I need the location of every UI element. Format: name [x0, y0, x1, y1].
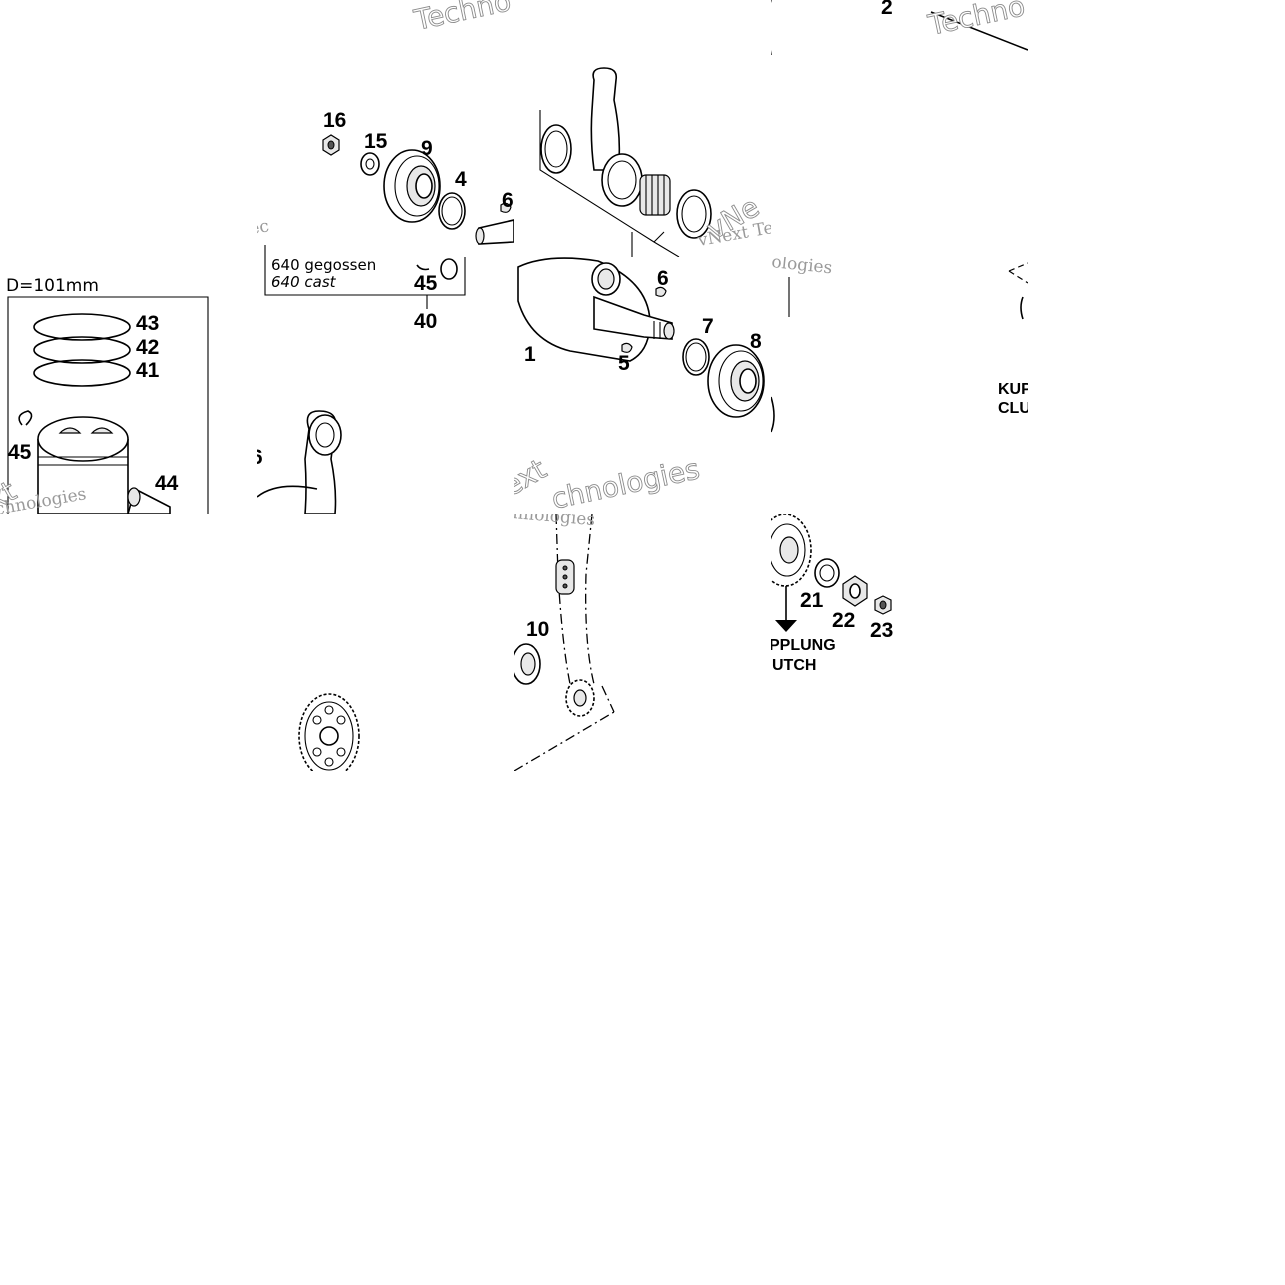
part-23-nut — [874, 595, 892, 615]
callout-9: 9 — [421, 137, 433, 160]
part-44-piston-pin — [127, 487, 171, 514]
callout-44: 44 — [155, 472, 179, 495]
part-16-nut — [322, 134, 340, 156]
watermark: chnologies — [549, 452, 703, 514]
callout-4: 4 — [455, 168, 467, 191]
clutch-label-de: KUP — [998, 381, 1028, 398]
tile-clutch-gear: 21 22 23 PPLUNG UTCH — [771, 514, 1028, 771]
tile-top-watermark: Techno 16 15 9 — [257, 0, 514, 257]
tile-legend-rod: 640 gegossen 640 cast 45 40 6 — [257, 257, 514, 514]
callout-43: 43 — [136, 312, 159, 335]
tile-top-right: 2 Techno — [771, 0, 1028, 257]
part-45-circlip — [416, 264, 430, 271]
part-21-washer — [814, 558, 840, 588]
tile-sprocket — [257, 514, 514, 771]
part-3-connecting-rod — [540, 67, 712, 239]
bore-diameter-label: D=101mm — [6, 276, 99, 296]
callout-21: 21 — [800, 589, 824, 612]
callout-45: 45 — [414, 272, 438, 295]
callout-2: 2 — [881, 0, 893, 19]
callout-45: 45 — [8, 441, 32, 464]
tile-connecting-rod: vNe vNext Te — [514, 0, 771, 257]
part-15-washer — [360, 152, 380, 176]
tile-right-edge: ologies KUP CLU — [771, 257, 1028, 514]
part-primary-gear — [771, 514, 812, 587]
watermark: ologies — [771, 257, 833, 278]
callout-16: 16 — [323, 109, 346, 132]
caption-cast-de: 640 gegossen — [271, 257, 376, 274]
part-sprocket — [298, 693, 360, 771]
callout-23: 23 — [870, 619, 893, 642]
group-bracket — [539, 110, 680, 257]
part-4-shim — [438, 192, 466, 230]
caption-cast-en: 640 cast — [271, 273, 337, 291]
tile-crankshaft: 1 6 5 7 8 ext chnologies — [514, 257, 771, 514]
tile-timing-chain: 10 hnologies — [514, 514, 771, 771]
part-6-key — [500, 202, 512, 213]
callout-5: 5 — [618, 352, 630, 375]
crank-shaft-end — [475, 219, 514, 245]
piston-group-box — [7, 296, 209, 514]
callout-15: 15 — [364, 130, 388, 153]
part-crank-sprocket — [565, 679, 595, 717]
clutch-label-de: PPLUNG — [771, 637, 836, 654]
callout-42: 42 — [136, 336, 159, 359]
part-8-bearing — [707, 344, 765, 418]
part-45-circlip — [440, 258, 458, 280]
dashed-outline — [514, 711, 615, 771]
callout-6: 6 — [257, 446, 263, 469]
part-6-key — [655, 286, 667, 297]
part-22-nut — [842, 575, 868, 607]
part-40-piston — [37, 416, 129, 514]
watermark: Techno — [925, 0, 1028, 42]
callout-6: 6 — [502, 189, 514, 212]
watermark: Techno — [411, 0, 514, 37]
arrow-down-icon — [775, 586, 797, 632]
dashed-outline — [601, 685, 615, 713]
callout-41: 41 — [136, 359, 160, 382]
part-5-key — [621, 342, 633, 353]
callout-7: 7 — [702, 315, 714, 338]
part-41-43-piston-rings — [33, 313, 131, 387]
callout-10: 10 — [526, 618, 549, 641]
part-timing-chain — [555, 514, 595, 685]
gear-edge — [1020, 296, 1024, 320]
clutch-label-en: CLU — [998, 400, 1028, 417]
part-9-bearing — [383, 149, 441, 223]
dashed-outline — [1008, 262, 1028, 272]
watermark: vNext Tec — [257, 216, 271, 251]
bearing-edge — [771, 396, 775, 433]
housing-edge — [930, 11, 1028, 51]
part-7-shim — [682, 338, 710, 376]
callout-8: 8 — [750, 330, 762, 353]
callout-40: 40 — [414, 310, 437, 333]
legend-box — [264, 257, 466, 296]
dashed-outline — [1008, 270, 1028, 284]
watermark: hnologies — [514, 514, 596, 530]
part-10-seal — [514, 643, 541, 685]
callout-22: 22 — [832, 609, 855, 632]
clutch-label-en: UTCH — [772, 657, 816, 674]
tile-piston: D=101mm 43 42 41 45 — [0, 257, 257, 514]
watermark: ext — [514, 452, 552, 503]
part-3-connecting-rod-cast — [257, 410, 342, 514]
callout-1: 1 — [524, 343, 536, 366]
part-1-crankshaft — [517, 257, 675, 362]
group-bracket — [653, 231, 665, 243]
callout-6: 6 — [657, 267, 669, 290]
part-45-circlip — [18, 410, 33, 426]
